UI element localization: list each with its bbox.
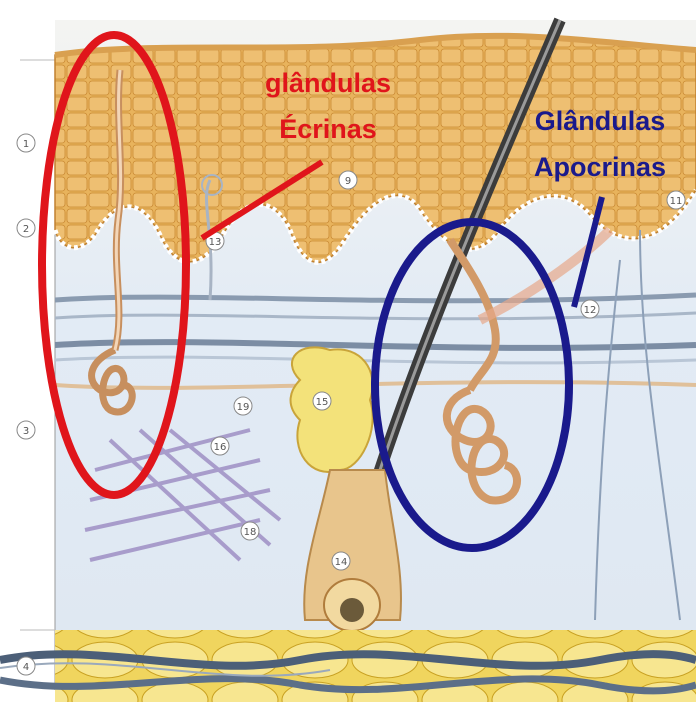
number-16: 16 xyxy=(214,442,227,453)
layer-marker-1: 1 xyxy=(23,139,29,150)
number-12: 12 xyxy=(584,305,597,316)
number-13: 13 xyxy=(209,237,222,248)
apocrine-label-line1: Glândulas xyxy=(535,106,666,136)
number-18: 18 xyxy=(244,527,257,538)
layer-marker-4: 4 xyxy=(23,662,29,673)
apocrine-label-line2: Apocrinas xyxy=(534,152,666,182)
eccrine-label-line2: Écrinas xyxy=(279,113,377,144)
number-11: 11 xyxy=(670,196,683,207)
layer-marker-3: 3 xyxy=(23,426,29,437)
number-19: 19 xyxy=(237,402,250,413)
layer-marker-2: 2 xyxy=(23,224,29,235)
sebaceous-gland xyxy=(291,347,373,472)
number-14: 14 xyxy=(335,557,348,568)
eccrine-label-line1: glândulas xyxy=(265,68,391,98)
number-9: 9 xyxy=(345,176,351,187)
number-15: 15 xyxy=(316,397,329,408)
